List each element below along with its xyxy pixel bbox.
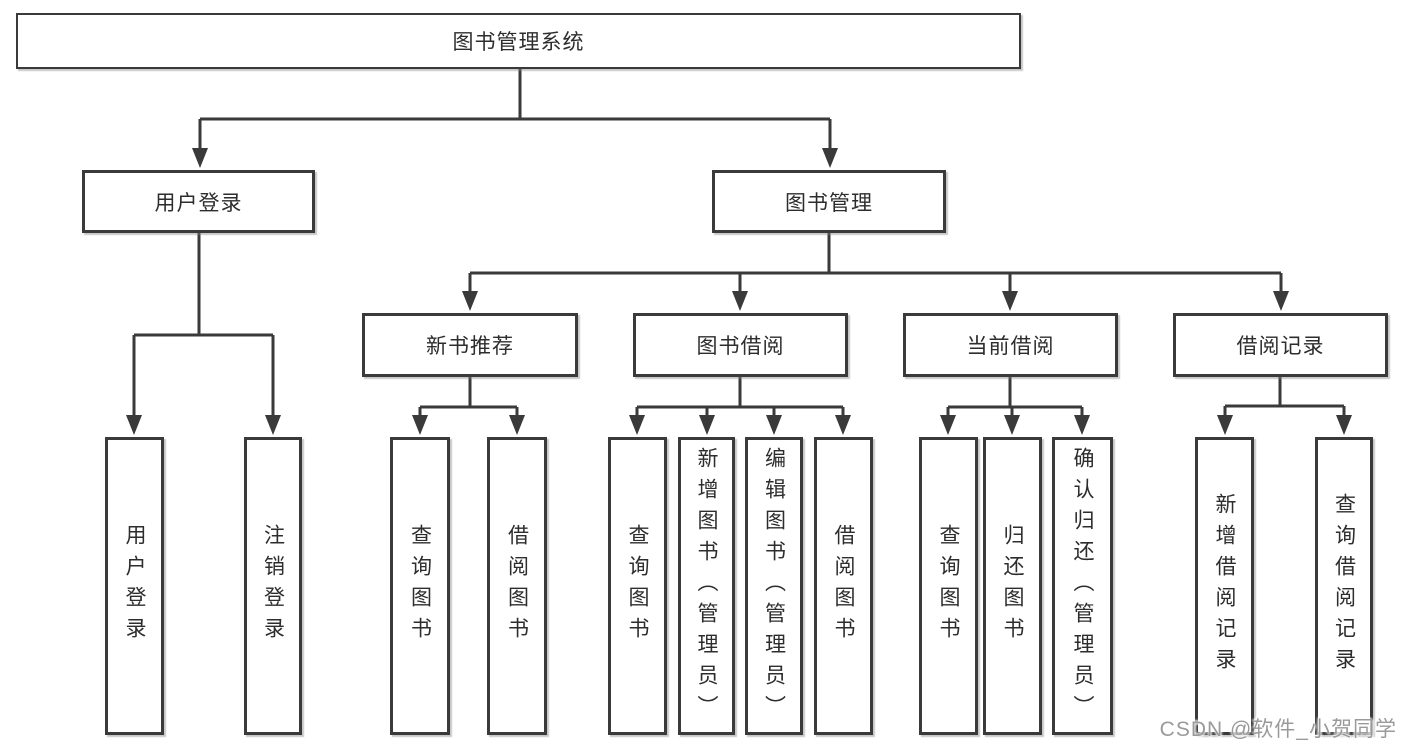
node-label: 归还图书 <box>1001 524 1025 648</box>
arrow-down-icon <box>629 415 645 435</box>
node-library-management-system: 图书管理系统 <box>16 13 1021 69</box>
node-borrow-records: 借阅记录 <box>1173 313 1388 377</box>
arrow-down-icon <box>766 415 782 435</box>
connector-book-borrow <box>635 377 845 419</box>
node-book-borrow: 图书借阅 <box>633 313 848 377</box>
arrow-down-icon <box>822 148 838 168</box>
leaf-confirm-return-admin: 确认归还（管理员） <box>1052 437 1113 735</box>
csdn-watermark: CSDN @软件_小贺同学 <box>1159 718 1397 741</box>
leaf-query-books-recommend: 查询图书 <box>390 437 450 735</box>
arrow-down-icon <box>265 415 281 435</box>
node-label: 查询图书 <box>626 524 650 648</box>
connector-current-borrow <box>946 377 1084 419</box>
node-label: 查询借阅记录 <box>1332 493 1356 679</box>
node-label: 借阅图书 <box>832 524 856 648</box>
arrow-down-icon <box>835 415 851 435</box>
node-book-management: 图书管理 <box>712 170 946 233</box>
node-label: 图书管理 <box>785 191 873 215</box>
node-label: 当前借阅 <box>966 335 1055 358</box>
node-label: 新书推荐 <box>426 335 514 358</box>
connector-root <box>198 69 832 152</box>
arrow-down-icon <box>1004 415 1020 435</box>
arrow-down-icon <box>1336 415 1352 435</box>
node-label: 图书借阅 <box>696 335 785 358</box>
arrow-down-icon <box>192 148 208 168</box>
node-label: 用户登录 <box>154 191 243 215</box>
connector-user-login <box>132 233 275 419</box>
node-label: 用户登录 <box>123 524 147 648</box>
arrow-down-icon <box>699 415 715 435</box>
node-label: 新增借阅记录 <box>1213 493 1237 679</box>
node-label: 新增图书（管理员） <box>695 446 719 726</box>
connector-lines <box>132 69 1346 419</box>
node-label: 图书管理系统 <box>452 31 585 54</box>
arrow-down-icon <box>462 291 478 311</box>
node-label: 查询图书 <box>937 524 961 648</box>
node-label: 编辑图书（管理员） <box>762 446 786 726</box>
leaf-add-borrow-record: 新增借阅记录 <box>1195 437 1254 735</box>
node-current-borrow: 当前借阅 <box>903 313 1118 377</box>
leaf-borrow-books: 借阅图书 <box>814 437 873 735</box>
arrow-down-icon <box>412 415 428 435</box>
leaf-logout: 注销登录 <box>244 437 302 735</box>
node-user-login: 用户登录 <box>82 170 315 233</box>
arrow-down-icon <box>1074 415 1090 435</box>
node-label: 借阅记录 <box>1236 335 1325 358</box>
leaf-query-borrow-record: 查询借阅记录 <box>1315 437 1373 735</box>
arrow-down-icon <box>732 291 748 311</box>
leaf-add-books-admin: 新增图书（管理员） <box>678 437 735 735</box>
node-label: 借阅图书 <box>505 524 529 648</box>
connector-borrow-records <box>1223 377 1346 419</box>
connector-book-management <box>468 233 1283 295</box>
node-label: 注销登录 <box>261 524 285 648</box>
node-label: 确认归还（管理员） <box>1071 446 1095 726</box>
arrow-down-icon <box>1273 291 1289 311</box>
leaf-query-books-current: 查询图书 <box>919 437 978 735</box>
arrow-down-icon <box>1002 291 1018 311</box>
leaf-return-books: 归还图书 <box>983 437 1042 735</box>
arrow-down-icon <box>126 415 142 435</box>
arrow-down-icon <box>509 415 525 435</box>
arrowhead-icons <box>126 148 1352 435</box>
leaf-query-books-borrow: 查询图书 <box>608 437 667 735</box>
connector-new-book-recommend <box>418 377 519 419</box>
arrow-down-icon <box>940 415 956 435</box>
leaf-borrow-books-recommend: 借阅图书 <box>487 437 547 735</box>
node-new-book-recommend: 新书推荐 <box>362 313 578 377</box>
arrow-down-icon <box>1217 415 1233 435</box>
node-label: 查询图书 <box>408 524 432 648</box>
leaf-user-login: 用户登录 <box>105 437 164 735</box>
leaf-edit-books-admin: 编辑图书（管理员） <box>745 437 803 735</box>
